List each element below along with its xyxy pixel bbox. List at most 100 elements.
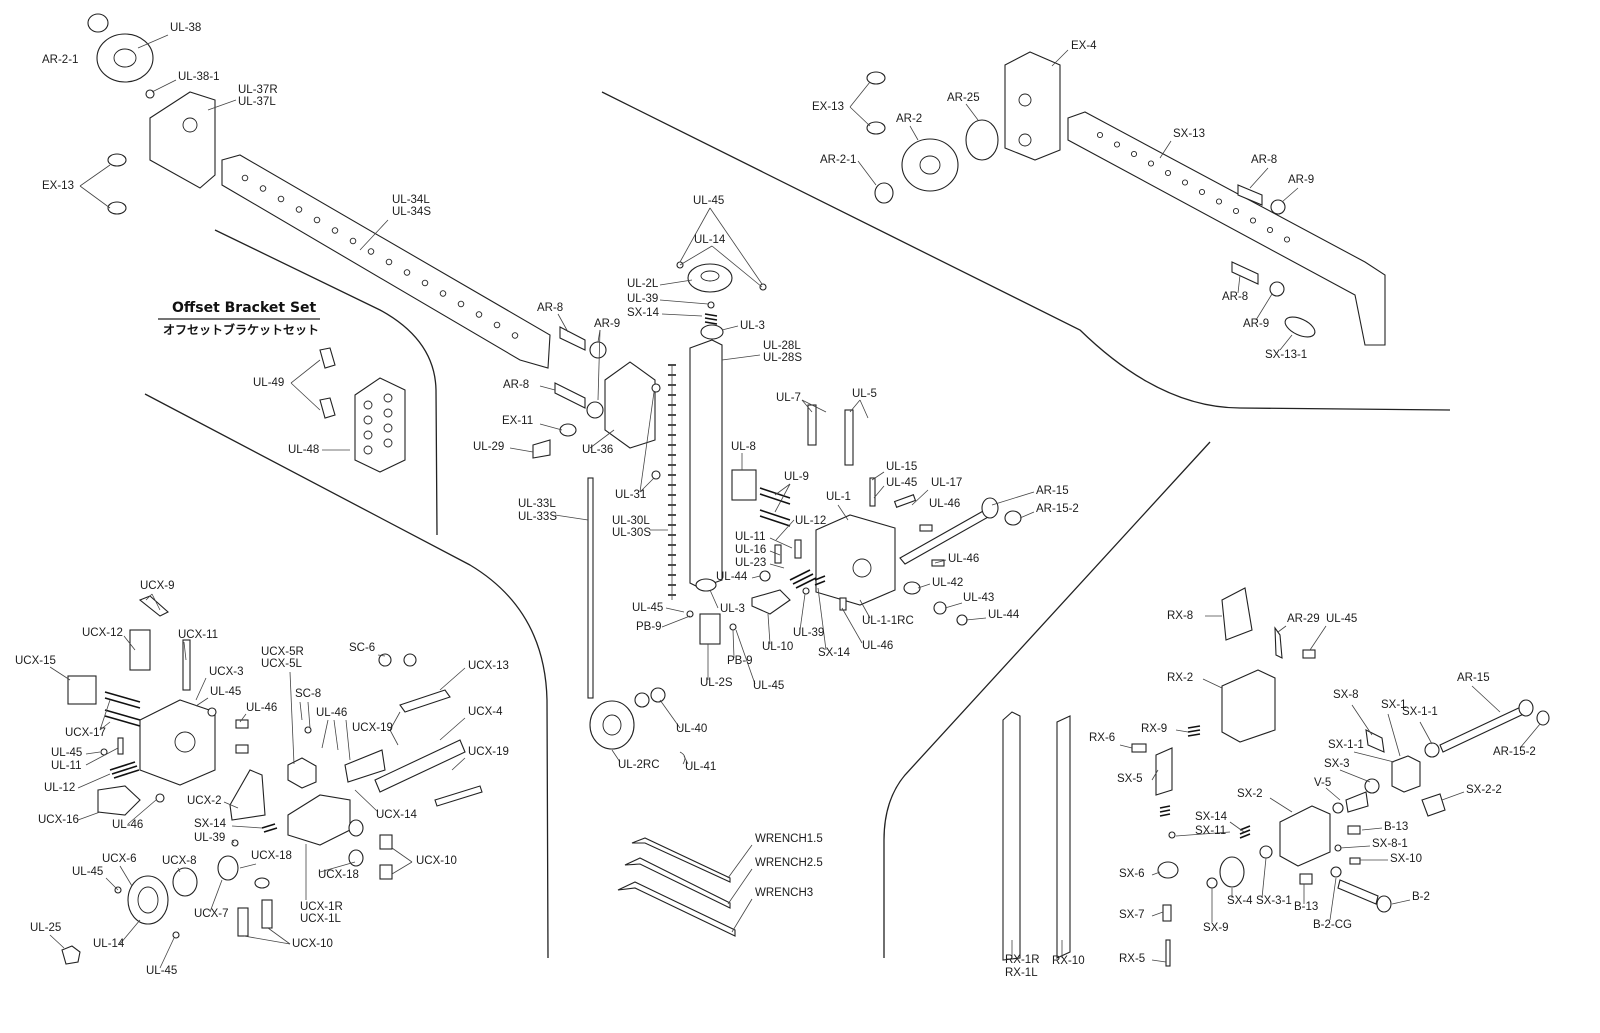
part-label: UL-39 — [194, 832, 225, 844]
part-label: AR-8 — [503, 379, 529, 391]
leader-line — [611, 749, 621, 763]
leader-line — [183, 641, 187, 661]
screw-part — [207, 707, 217, 717]
leader-line — [1351, 704, 1373, 736]
leader-line — [1019, 511, 1035, 519]
part-label: UL-42 — [932, 577, 963, 589]
rail-hole — [241, 174, 249, 182]
knob-part — [1219, 856, 1245, 888]
part-label: UCX-2 — [187, 795, 222, 807]
part-label: B-13 — [1384, 821, 1408, 833]
pin-part — [117, 737, 124, 755]
part-label: AR-2 — [896, 113, 922, 125]
part-label: SX-9 — [1203, 922, 1229, 934]
part-label: UL-12 — [795, 515, 826, 527]
leader-line — [151, 593, 161, 611]
part-label: SX-14 — [627, 307, 660, 319]
rod-part — [182, 639, 191, 691]
screw-part — [1162, 904, 1172, 922]
part-label: UCX-7 — [194, 908, 229, 920]
screw-part — [155, 793, 165, 803]
leader-line — [231, 839, 235, 844]
part-label: UL-29 — [473, 441, 504, 453]
leader-line — [1159, 140, 1172, 159]
leader-line — [597, 329, 601, 401]
screw-part — [1299, 873, 1313, 885]
key-part — [235, 744, 249, 754]
spring-part — [704, 313, 718, 325]
block-part — [67, 675, 97, 705]
washer-part — [965, 119, 999, 161]
pin-part — [759, 283, 767, 291]
part-label: UCX-15 — [15, 655, 56, 667]
disc-part — [874, 182, 894, 204]
part-label: RX-1R — [1005, 954, 1040, 966]
part-label: UL-33S — [518, 511, 557, 523]
washer-part — [559, 423, 577, 437]
rail-hole — [1232, 207, 1240, 215]
part-label: V-5 — [1314, 777, 1331, 789]
rail-hole — [457, 300, 465, 308]
part-label: UL-46 — [246, 702, 277, 714]
wrench-part — [624, 857, 731, 909]
leader-line — [1229, 821, 1245, 833]
leader-line — [391, 861, 413, 875]
leader-line — [679, 245, 713, 266]
leader-line — [735, 629, 756, 685]
washer-part — [1259, 845, 1273, 859]
part-label: AR-8 — [537, 302, 563, 314]
leader-line — [769, 550, 781, 556]
part-label: UL-40 — [676, 723, 707, 735]
rail-hole — [475, 311, 483, 318]
screw-part — [956, 614, 968, 626]
rod-end-part — [1518, 699, 1534, 717]
leader-line — [1339, 769, 1371, 783]
leader-line — [775, 519, 795, 541]
leader-line — [299, 701, 303, 721]
part-label: PB-9 — [727, 655, 753, 667]
part-label: UL-12 — [44, 782, 75, 794]
spring-part — [759, 487, 791, 527]
leader-line — [123, 635, 136, 651]
washer-part — [1332, 802, 1344, 814]
leader-line — [965, 617, 987, 621]
washer-part — [1269, 281, 1285, 297]
part-label: UL-44 — [988, 609, 1020, 621]
leader-line — [732, 629, 735, 659]
spring-part — [789, 569, 817, 589]
washer-part — [1424, 742, 1440, 758]
leader-line — [1202, 678, 1223, 689]
rail-bar-part — [1067, 111, 1386, 346]
part-label: SX-8-1 — [1372, 838, 1408, 850]
block-part — [1279, 805, 1331, 867]
part-label: SX-8 — [1333, 689, 1359, 701]
pin-part — [839, 597, 847, 611]
part-label: SX-10 — [1390, 853, 1422, 865]
part-label: UL-45 — [146, 965, 177, 977]
rail-hole — [259, 185, 267, 192]
part-label: AR-2-1 — [42, 54, 78, 66]
leader-line — [207, 99, 237, 111]
part-label: UL-30S — [612, 527, 651, 539]
part-label: UCX-19 — [468, 746, 509, 758]
part-label: UL-5 — [852, 388, 877, 400]
leader-line — [659, 279, 693, 286]
leader-line — [1279, 334, 1293, 351]
divider-bracket-box — [214, 229, 438, 536]
washer-part — [933, 601, 947, 615]
part-label: AR-8 — [1251, 154, 1277, 166]
bracket-part — [604, 361, 656, 449]
bracket-hole — [182, 117, 198, 133]
leader-line — [721, 354, 761, 361]
leader-line — [231, 825, 263, 829]
leader-line — [774, 483, 791, 496]
part-label: UCX-14 — [376, 809, 418, 821]
leader-line — [774, 483, 791, 513]
leader-line — [589, 429, 615, 449]
leader-line — [1151, 911, 1164, 917]
part-label: UL-34S — [392, 206, 431, 218]
bolt-part — [1365, 729, 1385, 753]
rail-hole — [1147, 160, 1155, 167]
plate-part — [1421, 793, 1446, 817]
part-label: UL-48 — [288, 444, 319, 456]
